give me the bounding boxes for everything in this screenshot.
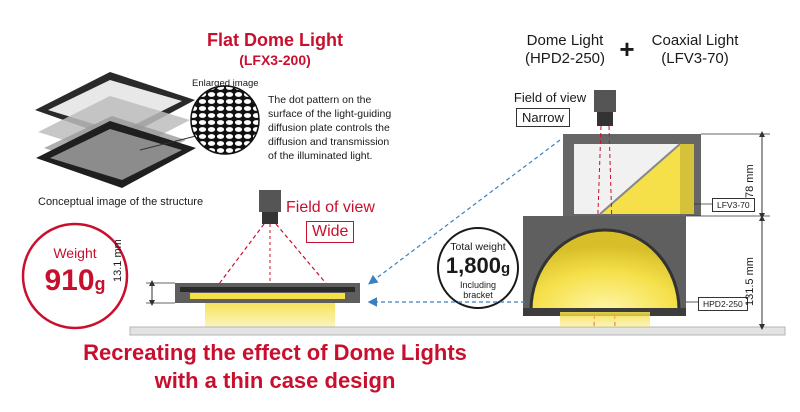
weight-label: Weight bbox=[53, 245, 97, 261]
coax-name: Coaxial Light bbox=[651, 32, 739, 49]
dome-beam bbox=[560, 312, 650, 327]
combo-fov-label: Field of view bbox=[513, 90, 587, 105]
total-weight-value: 1,800 bbox=[445, 253, 501, 278]
combo-camera-body bbox=[594, 90, 616, 112]
weight-value-group: 910g bbox=[23, 264, 127, 298]
weight-badge bbox=[21, 222, 129, 330]
combo-camera-lens bbox=[597, 112, 613, 126]
description-line: diffusion and transmission bbox=[268, 136, 390, 148]
bottom-frame-inner bbox=[50, 129, 182, 180]
dome-coax-side-view bbox=[523, 90, 770, 330]
coax-tag: LFV3-70 bbox=[712, 198, 755, 212]
flat-fov-line-right bbox=[275, 223, 341, 301]
enlarged-dot-pattern bbox=[190, 85, 260, 155]
combo-fov-value: Narrow bbox=[516, 108, 570, 127]
dome-name: Dome Light bbox=[526, 32, 604, 49]
description-line: surface of the light-guiding bbox=[268, 108, 392, 120]
total-weight-note-line: Including bbox=[459, 280, 497, 290]
flat-camera-body bbox=[259, 190, 281, 212]
flat-model: (LFX3-200) bbox=[239, 52, 311, 68]
plus-sign: + bbox=[619, 34, 634, 64]
flat-light-top-slot bbox=[180, 287, 355, 292]
enlarged-label: Enlarged image bbox=[192, 78, 259, 89]
enlarged-outline bbox=[190, 85, 260, 155]
total-weight-note: Including bracket bbox=[438, 280, 518, 300]
flat-fov-value: Wide bbox=[306, 221, 355, 243]
flat-light-emitter bbox=[190, 293, 345, 299]
work-surface bbox=[129, 326, 786, 336]
flat-camera-lens bbox=[262, 212, 278, 224]
total-weight-value-group: 1,800g bbox=[438, 253, 518, 279]
total-weight-label: Total weight bbox=[450, 241, 506, 253]
description-line: diffusion plate controls the bbox=[268, 122, 390, 134]
tagline-line-2: with a thin case design bbox=[154, 368, 396, 393]
compare-arrow-top bbox=[368, 139, 561, 285]
weight-value: 910 bbox=[44, 264, 95, 297]
structure-caption: Conceptual image of the structure bbox=[38, 196, 204, 208]
coax-height-label: 78 mm bbox=[744, 164, 756, 198]
dome-model: (HPD2-250) bbox=[524, 50, 606, 67]
dome-rim bbox=[529, 228, 681, 311]
enlarged-dots bbox=[191, 86, 259, 154]
half-mirror bbox=[599, 143, 681, 215]
enlarge-pointer bbox=[139, 134, 201, 151]
description-line: The dot pattern on the bbox=[268, 94, 372, 106]
structure-exploded-view bbox=[35, 72, 201, 188]
dome-reflector bbox=[531, 230, 679, 310]
total-weight-note-line: bracket bbox=[463, 290, 493, 300]
coax-led-panel bbox=[680, 144, 694, 214]
total-weight-badge bbox=[437, 227, 519, 309]
weight-unit: g bbox=[94, 274, 106, 294]
flat-title: Flat Dome Light bbox=[207, 30, 343, 50]
tagline-line-1: Recreating the effect of Dome Lights bbox=[83, 340, 467, 365]
dome-height-label: 131.5 mm bbox=[744, 257, 756, 306]
dot-pattern-description: The dot pattern on the surface of the li… bbox=[268, 93, 428, 163]
coax-model: (LFV3-70) bbox=[661, 50, 729, 67]
dome-tag: HPD2-250 bbox=[698, 297, 748, 311]
flat-light-side-view bbox=[146, 190, 360, 327]
total-weight-unit: g bbox=[500, 260, 511, 277]
flat-fov-label: Field of view bbox=[286, 199, 375, 216]
description-line: of the illuminated light. bbox=[268, 150, 373, 162]
flat-light-beam bbox=[205, 303, 335, 327]
